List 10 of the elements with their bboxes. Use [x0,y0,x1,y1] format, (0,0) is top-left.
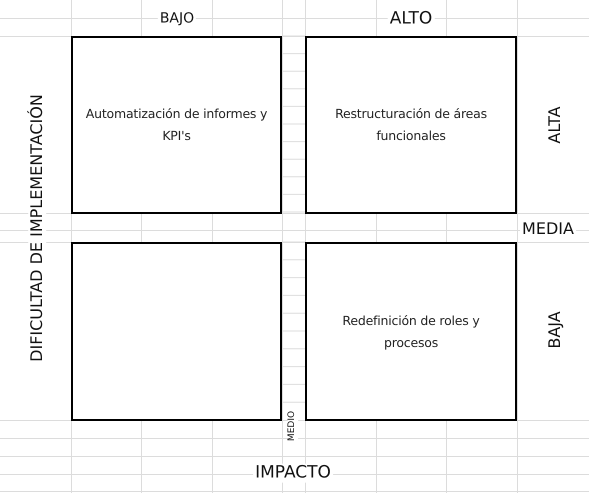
axis-label: BAJO [158,11,196,27]
quadrant-text: Automatización de informes y KPI's [84,105,268,145]
quadrant-box [71,36,282,214]
quadrant-text: Redefinición de roles y procesos [341,312,481,352]
quadrant-text: Restructuración de áreas funcionales [334,105,488,145]
quadrant-box [305,36,517,214]
empty-quadrant-box [71,242,282,421]
axis-label: IMPACTO [253,464,333,482]
vertical-axis-label: MEDIO [288,408,298,444]
quadrant-box [305,242,517,421]
